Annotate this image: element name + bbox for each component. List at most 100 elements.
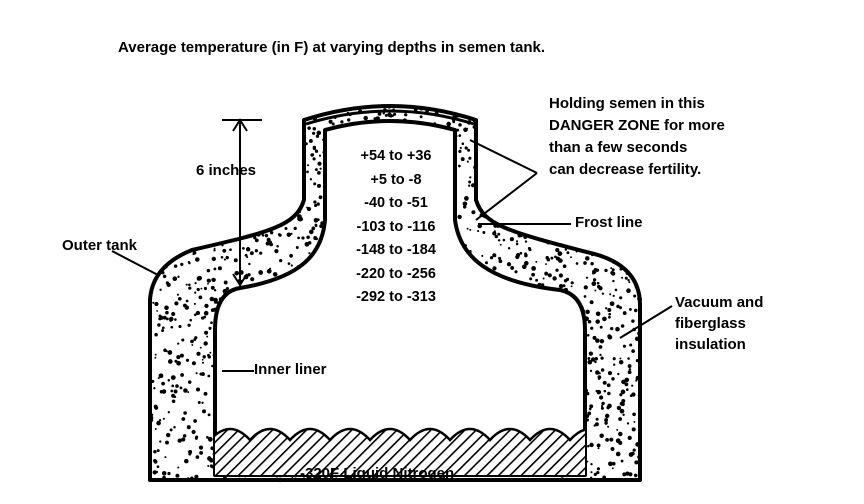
stipple-dot <box>625 272 629 275</box>
stipple-dot <box>284 226 288 231</box>
stipple-dot <box>259 251 263 255</box>
stipple-dot <box>602 475 607 480</box>
stipple-dot <box>634 460 639 465</box>
stipple-dot <box>294 477 297 480</box>
stipple-dot <box>188 452 192 456</box>
stipple-dot <box>328 119 333 124</box>
stipple-dot <box>311 226 316 231</box>
stipple-dot <box>626 422 630 425</box>
stipple-dot <box>620 459 624 463</box>
stipple-dot <box>635 442 640 447</box>
stipple-dot <box>150 466 152 469</box>
stipple-dot <box>628 472 633 477</box>
temperature-range: -40 to -51 <box>364 195 428 211</box>
stipple-dot <box>148 448 152 451</box>
stipple-dot <box>472 119 476 123</box>
stipple-dot <box>165 317 169 321</box>
stipple-dot <box>627 364 632 369</box>
temperature-range: -292 to -313 <box>356 289 436 305</box>
stipple-dot <box>293 226 297 231</box>
stipple-dot <box>194 257 200 262</box>
stipple-dot <box>206 335 209 338</box>
stipple-dot <box>638 303 642 306</box>
stipple-dot <box>621 398 626 403</box>
stipple-dot <box>558 273 564 278</box>
stipple-dot <box>199 450 204 455</box>
stipple-dot <box>195 435 199 439</box>
stipple-dot <box>596 281 600 285</box>
stipple-dot <box>464 146 468 150</box>
stipple-dot <box>592 335 597 340</box>
stipple-dot <box>201 361 205 364</box>
stipple-dot <box>170 389 174 393</box>
stipple-dot <box>458 123 462 127</box>
stipple-dot <box>600 406 604 410</box>
stipple-dot <box>156 420 161 426</box>
stipple-dot <box>477 230 480 233</box>
stipple-dot <box>187 391 190 394</box>
stipple-dot <box>457 214 462 220</box>
danger-zone-line: DANGER ZONE for more <box>549 117 725 134</box>
stipple-dot <box>612 357 616 361</box>
stipple-dot <box>496 224 501 228</box>
stipple-dot <box>314 168 318 172</box>
stipple-dot <box>587 444 590 448</box>
stipple-dot <box>190 339 194 344</box>
stipple-dot <box>213 249 216 252</box>
stipple-dot <box>545 263 547 266</box>
stipple-dot <box>599 395 604 400</box>
stipple-dot <box>269 230 274 235</box>
stipple-dot <box>183 388 188 393</box>
stipple-dot <box>607 403 612 409</box>
stipple-dot <box>221 244 224 247</box>
stipple-dot <box>382 112 386 115</box>
stipple-dot <box>590 471 593 474</box>
stipple-dot <box>201 401 204 404</box>
stipple-dot <box>591 254 594 257</box>
stipple-dot <box>171 399 176 403</box>
stipple-dot <box>459 146 462 150</box>
stipple-dot <box>207 283 209 285</box>
stipple-dot <box>616 304 620 309</box>
stipple-dot <box>627 370 632 375</box>
stipple-dot <box>306 170 309 174</box>
stipple-dot <box>468 180 472 184</box>
stipple-dot <box>596 470 600 475</box>
stipple-dot <box>206 278 211 283</box>
stipple-dot <box>535 278 539 282</box>
stipple-dot <box>211 277 216 283</box>
stipple-dot <box>229 248 232 252</box>
stipple-dot <box>622 413 625 417</box>
stipple-dot <box>154 332 158 337</box>
stipple-dot <box>461 142 465 145</box>
stipple-dot <box>181 437 186 442</box>
stipple-dot <box>391 114 394 117</box>
stipple-dot <box>547 273 552 278</box>
stipple-dot <box>202 355 206 359</box>
stipple-dot <box>590 357 596 362</box>
stipple-dot <box>613 363 616 366</box>
stipple-dot <box>595 417 599 421</box>
stipple-dot <box>210 285 215 290</box>
temperature-range: -220 to -256 <box>356 265 436 282</box>
stipple-dot <box>606 383 611 388</box>
stipple-dot <box>524 252 528 256</box>
stipple-dot <box>276 244 279 248</box>
stipple-dot <box>602 316 607 322</box>
stipple-dot <box>194 291 197 294</box>
insulation-label: Vacuum and fiberglass insulation <box>675 292 763 355</box>
stipple-dot <box>627 278 630 282</box>
stipple-dot <box>595 370 600 375</box>
stipple-dot <box>583 295 587 298</box>
stipple-dot <box>387 112 392 118</box>
stipple-dot <box>594 289 597 292</box>
stipple-dot <box>154 356 157 359</box>
stipple-dot <box>170 325 174 329</box>
stipple-dot <box>517 233 522 238</box>
stipple-dot <box>208 326 212 330</box>
stipple-dot <box>183 411 187 415</box>
stipple-dot <box>178 324 182 329</box>
stipple-dot <box>153 387 156 390</box>
stipple-dot <box>596 443 601 448</box>
stipple-dot <box>610 326 614 331</box>
